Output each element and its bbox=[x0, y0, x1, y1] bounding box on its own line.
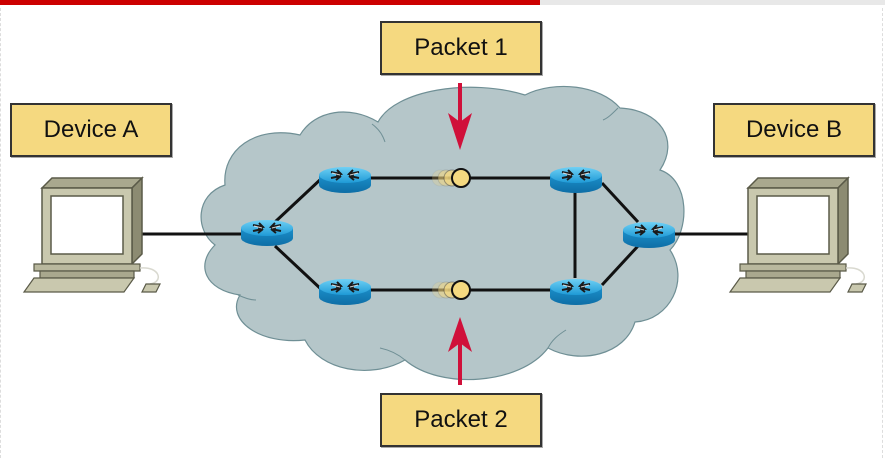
slide-progress-fill bbox=[0, 0, 540, 5]
packet-1-label: Packet 1 bbox=[380, 21, 542, 75]
router-top-right bbox=[549, 166, 603, 194]
router-bottom-left bbox=[318, 278, 372, 306]
link-bottom-right-router-right bbox=[600, 244, 640, 287]
router-right bbox=[622, 221, 676, 249]
link-router-left-bottom-left bbox=[273, 244, 324, 292]
network-cloud bbox=[200, 85, 685, 381]
link-router-left-top-left bbox=[273, 176, 324, 224]
packet-2-label: Packet 2 bbox=[380, 393, 542, 447]
router-left bbox=[240, 219, 294, 247]
device-a-computer-icon bbox=[23, 177, 161, 293]
packet-1-arrow-icon bbox=[448, 83, 472, 150]
packet-2-arrow-icon bbox=[448, 317, 472, 385]
frame-border-right bbox=[882, 8, 883, 458]
link-top-right-router-right bbox=[600, 181, 640, 224]
device-b-computer-icon bbox=[729, 177, 867, 293]
device-b-label: Device B bbox=[713, 103, 875, 157]
device-a-label: Device A bbox=[10, 103, 172, 157]
router-bottom-right bbox=[549, 278, 603, 306]
frame-border-left bbox=[0, 8, 1, 458]
router-top-left bbox=[318, 166, 372, 194]
slide-progress-bar bbox=[0, 0, 885, 5]
packet-2-icon bbox=[431, 280, 471, 300]
packet-1-icon bbox=[431, 168, 471, 188]
